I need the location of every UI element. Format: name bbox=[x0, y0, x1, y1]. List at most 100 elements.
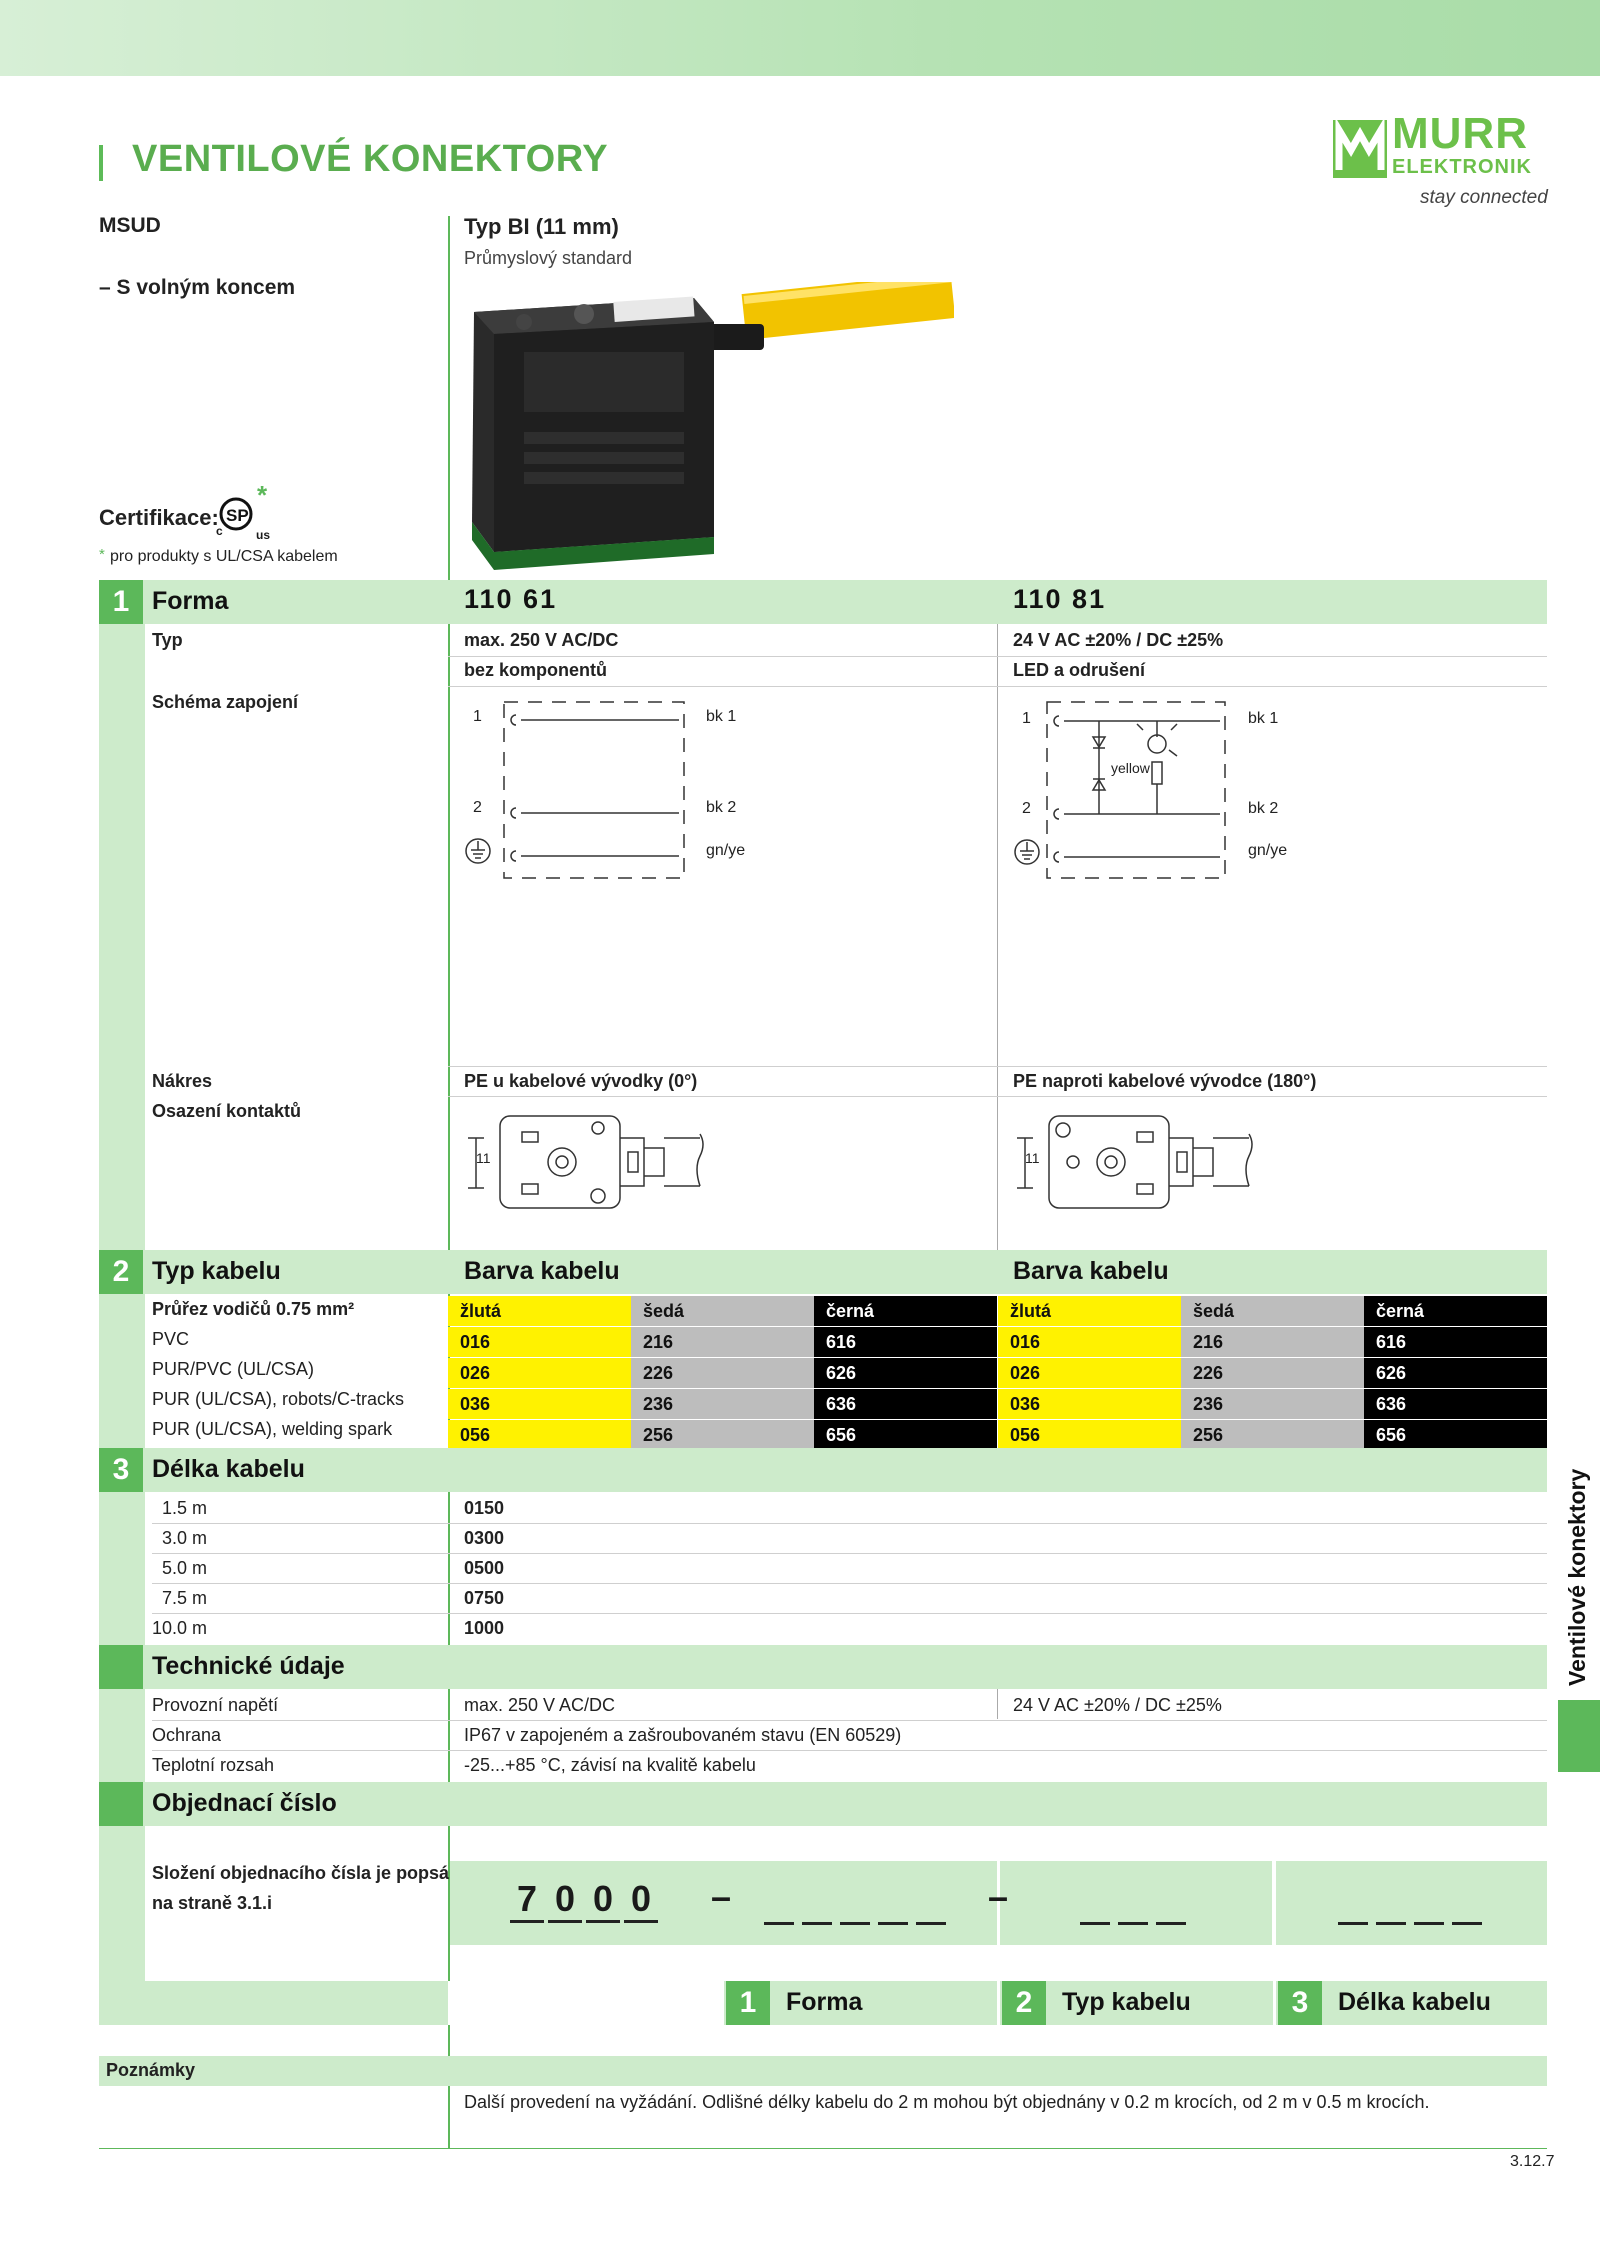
section3-number: 3 bbox=[99, 1448, 143, 1492]
series-label: MSUD bbox=[99, 214, 161, 237]
out3-label: gn/ye bbox=[706, 842, 746, 859]
variant-label: – S volným koncem bbox=[99, 276, 296, 299]
color-grey-header: šedá bbox=[631, 1296, 814, 1326]
cable-row-label: Průřez vodičů 0.75 mm² bbox=[152, 1299, 355, 1319]
code-cell: 256 bbox=[631, 1420, 814, 1450]
color-black-header: černá bbox=[1364, 1296, 1547, 1326]
led-label: yellow bbox=[1111, 760, 1150, 776]
order-blank bbox=[1376, 1922, 1406, 1925]
color-yellow-header: žlutá bbox=[998, 1296, 1181, 1326]
divider bbox=[448, 656, 1547, 657]
contact-drawing-1 bbox=[464, 1108, 734, 1218]
column-divider-left bbox=[448, 216, 450, 2148]
section2-number: 2 bbox=[99, 1250, 143, 1294]
section1-number: 1 bbox=[99, 580, 143, 624]
cert-note: pro produkty s UL/CSA kabelem bbox=[110, 548, 338, 565]
divider bbox=[448, 686, 1547, 687]
code-cell: 036 bbox=[998, 1389, 1181, 1419]
code-cell: 026 bbox=[998, 1358, 1181, 1388]
order-desc-line2: na straně 3.1.i bbox=[152, 1893, 273, 1913]
length-label: 1.5 m bbox=[162, 1498, 208, 1518]
divider bbox=[152, 1720, 1547, 1721]
out2-label: bk 2 bbox=[706, 799, 737, 816]
length-code: 0150 bbox=[464, 1498, 505, 1518]
col2-nakres: PE naproti kabelové vývodce (180°) bbox=[1013, 1071, 1317, 1091]
divider bbox=[448, 1096, 1547, 1097]
notes-label: Poznámky bbox=[106, 2060, 196, 2080]
type-title: Typ BI (11 mm) bbox=[464, 214, 619, 239]
code-cell: 626 bbox=[1364, 1358, 1547, 1388]
cable-row-label: PVC bbox=[152, 1329, 190, 1349]
pin2-label: 2 bbox=[473, 799, 482, 816]
col2-code: 110 81 bbox=[1013, 584, 1107, 614]
pin2-label: 2 bbox=[1022, 800, 1031, 817]
order-digit: 0 bbox=[548, 1878, 582, 1923]
order-band bbox=[99, 1782, 1547, 1826]
code-cell: 226 bbox=[1181, 1358, 1364, 1388]
code-cell: 636 bbox=[1364, 1389, 1547, 1419]
code-cell: 226 bbox=[631, 1358, 814, 1388]
code-cell: 016 bbox=[998, 1327, 1181, 1357]
divider bbox=[448, 1066, 1547, 1067]
temp-label: Teplotní rozsah bbox=[152, 1755, 275, 1775]
dim-label: 11 bbox=[476, 1150, 491, 1166]
col2-typ1: 24 V AC ±20% / DC ±25% bbox=[1013, 630, 1224, 650]
protection-label: Ochrana bbox=[152, 1725, 222, 1745]
col1-typ1: max. 250 V AC/DC bbox=[464, 630, 619, 650]
section3-label: Délka kabelu bbox=[152, 1455, 305, 1483]
code-cell: 216 bbox=[631, 1327, 814, 1357]
row-typ-label: Typ bbox=[152, 630, 183, 650]
divider bbox=[152, 1523, 1547, 1524]
order-box-2 bbox=[1000, 1861, 1272, 1945]
divider bbox=[152, 1553, 1547, 1554]
page-title: VENTILOVÉ KONEKTORY bbox=[132, 138, 609, 180]
order-blank bbox=[1080, 1922, 1110, 1925]
length-code: 0300 bbox=[464, 1528, 505, 1548]
notes-text: Další provedení na vyžádání. Odlišné dél… bbox=[464, 2092, 1430, 2112]
color-yellow-header: žlutá bbox=[448, 1296, 631, 1326]
cable-row-label: PUR (UL/CSA), robots/C-tracks bbox=[152, 1389, 405, 1409]
color-table-2: žlutá šedá černá 016 216 616 026 226 626… bbox=[998, 1296, 1547, 1450]
legend-separator bbox=[997, 1981, 1000, 2025]
side-tab-label: Ventilové konektory bbox=[1564, 1468, 1590, 1686]
tech-label: Technické údaje bbox=[152, 1652, 345, 1680]
voltage-col1: max. 250 V AC/DC bbox=[464, 1695, 616, 1715]
code-cell: 616 bbox=[814, 1327, 997, 1357]
cert-label: Certifikace: bbox=[99, 505, 219, 530]
tagline: stay connected bbox=[1420, 187, 1548, 208]
cert-c: c bbox=[216, 524, 223, 538]
order-marker bbox=[99, 1782, 143, 1826]
section1-band bbox=[99, 580, 1547, 624]
order-label: Objednací číslo bbox=[152, 1789, 337, 1817]
pin1-label: 1 bbox=[1022, 710, 1031, 727]
order-digit: 0 bbox=[624, 1878, 658, 1923]
product-image bbox=[464, 272, 956, 570]
out2-label: bk 2 bbox=[1248, 800, 1279, 817]
cert-star: * bbox=[257, 480, 268, 510]
top-banner bbox=[0, 0, 1600, 76]
notes-band bbox=[99, 2056, 1547, 2086]
code-cell: 026 bbox=[448, 1358, 631, 1388]
order-separator: – bbox=[711, 1876, 732, 1917]
footer-rule bbox=[99, 2148, 1547, 2149]
code-cell: 626 bbox=[814, 1358, 997, 1388]
code-cell: 236 bbox=[1181, 1389, 1364, 1419]
voltage-col2: 24 V AC ±20% / DC ±25% bbox=[1013, 1695, 1222, 1715]
col2-color-header: Barva kabelu bbox=[1013, 1257, 1169, 1285]
legend-gap bbox=[448, 1981, 724, 2025]
code-cell: 036 bbox=[448, 1389, 631, 1419]
side-tab[interactable] bbox=[1558, 1700, 1600, 1772]
pin1-label: 1 bbox=[473, 708, 482, 725]
col1-color-header: Barva kabelu bbox=[464, 1257, 620, 1285]
section3-band bbox=[99, 1448, 1547, 1492]
legend-label: Délka kabelu bbox=[1338, 1988, 1491, 2016]
length-label: 10.0 m bbox=[152, 1618, 208, 1638]
col1-code: 110 61 bbox=[464, 584, 558, 614]
length-label: 5.0 m bbox=[162, 1558, 208, 1578]
length-code: 1000 bbox=[464, 1618, 505, 1638]
divider bbox=[152, 1613, 1547, 1614]
brand-sub: ELEKTRONIK bbox=[1392, 156, 1532, 178]
col2-typ2: LED a odrušení bbox=[1013, 660, 1146, 680]
dim-label: 11 bbox=[1025, 1150, 1040, 1166]
code-cell: 016 bbox=[448, 1327, 631, 1357]
